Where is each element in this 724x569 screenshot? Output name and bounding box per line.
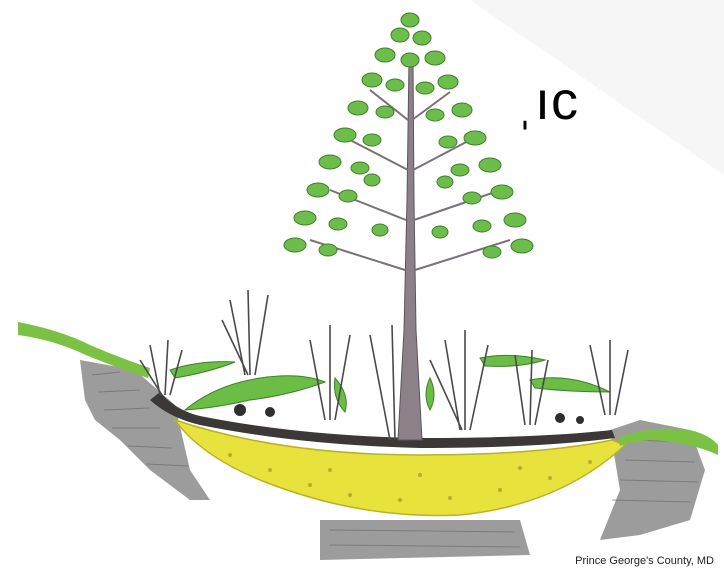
image-credit: Prince George's County, MD [575, 555, 714, 567]
tree-trunk [398, 60, 422, 440]
cut-off-heading-fragment: ˌıc [516, 70, 579, 132]
page-shadow [470, 0, 724, 175]
